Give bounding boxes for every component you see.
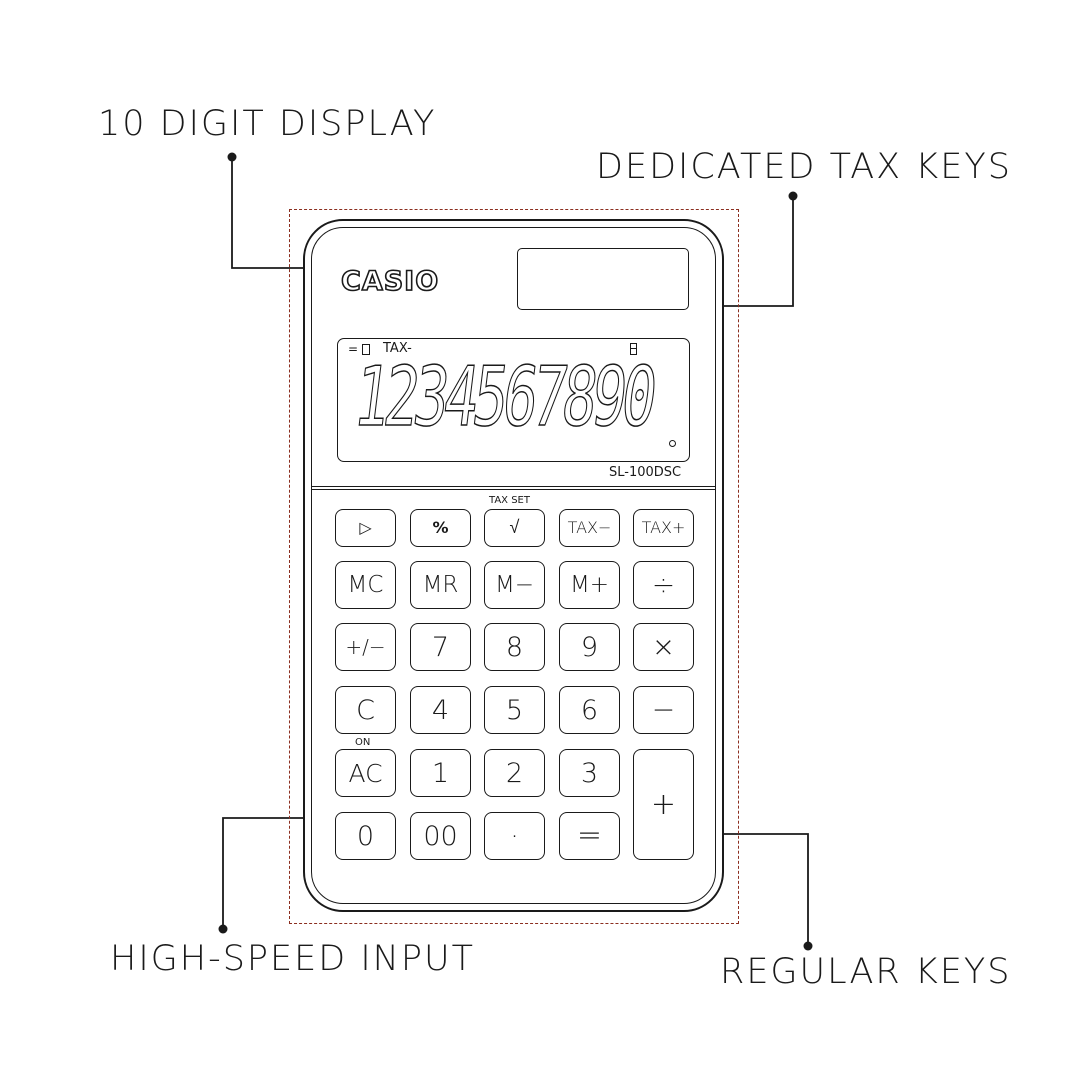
key-9[interactable]: 9 xyxy=(559,623,620,671)
lcd-memory-box-icon xyxy=(362,344,370,355)
callout-regular-keys-label: REGULAR KEYS xyxy=(720,952,1012,992)
key-0[interactable]: 0 xyxy=(335,812,396,860)
key-divide[interactable]: ÷ xyxy=(633,561,694,609)
key-plus[interactable]: + xyxy=(633,749,694,860)
key-grand-total[interactable]: ▷ xyxy=(335,509,396,547)
model-number: SL-100DSC xyxy=(609,465,682,480)
tax-set-sublabel: TAX SET xyxy=(489,495,530,506)
key-6[interactable]: 6 xyxy=(559,686,620,734)
key-tax-minus[interactable]: TAX− xyxy=(559,509,620,547)
key-5[interactable]: 5 xyxy=(484,686,545,734)
lcd-digits: 1234567890 xyxy=(349,349,659,445)
leader-display xyxy=(231,157,320,269)
key-00[interactable]: 00 xyxy=(410,812,471,860)
lcd-equal-indicator: = xyxy=(348,342,359,356)
leader-speed xyxy=(222,817,310,929)
leader-dot-tax xyxy=(788,191,798,201)
key-memory-plus[interactable]: M+ xyxy=(559,561,620,609)
key-8[interactable]: 8 xyxy=(484,623,545,671)
key-2[interactable]: 2 xyxy=(484,749,545,797)
lcd-tax-indicator: TAX- xyxy=(383,341,412,356)
leader-tax xyxy=(707,196,794,307)
key-decimal-point[interactable]: · xyxy=(484,812,545,860)
solar-panel xyxy=(517,248,689,310)
key-equals[interactable]: = xyxy=(559,812,620,860)
key-tax-plus[interactable]: TAX+ xyxy=(633,509,694,547)
key-memory-recall[interactable]: MR xyxy=(410,561,471,609)
leader-dot-speed xyxy=(218,924,228,934)
callout-display-label: 10 DIGIT DISPLAY xyxy=(98,104,437,144)
leader-dot-regular xyxy=(803,941,813,951)
key-memory-clear[interactable]: MC xyxy=(335,561,396,609)
key-plus-minus[interactable]: +/− xyxy=(335,623,396,671)
calculator-highlight-outline xyxy=(289,209,739,924)
callout-tax-keys-label: DEDICATED TAX KEYS xyxy=(596,147,1012,187)
key-minus[interactable]: − xyxy=(633,686,694,734)
key-square-root[interactable]: √ xyxy=(484,509,545,547)
lcd-decimal-dot xyxy=(669,440,676,447)
key-4[interactable]: 4 xyxy=(410,686,471,734)
key-3[interactable]: 3 xyxy=(559,749,620,797)
key-memory-minus[interactable]: M− xyxy=(484,561,545,609)
leader-regular xyxy=(718,833,809,946)
calculator-inner-bezel xyxy=(311,227,716,904)
brand-logo: CASIO xyxy=(340,266,440,297)
leader-dot-display xyxy=(227,152,237,162)
key-1[interactable]: 1 xyxy=(410,749,471,797)
key-clear[interactable]: C xyxy=(335,686,396,734)
lcd-battery-icon xyxy=(630,343,637,355)
callout-high-speed-label: HIGH-SPEED INPUT xyxy=(110,939,475,979)
key-7[interactable]: 7 xyxy=(410,623,471,671)
lcd-display: = TAX- 1234567890 xyxy=(337,338,690,462)
key-all-clear-on[interactable]: AC xyxy=(335,749,396,797)
key-percent[interactable]: % xyxy=(410,509,471,547)
on-sublabel: ON xyxy=(355,737,371,748)
panel-divider xyxy=(311,486,716,490)
key-multiply[interactable]: × xyxy=(633,623,694,671)
